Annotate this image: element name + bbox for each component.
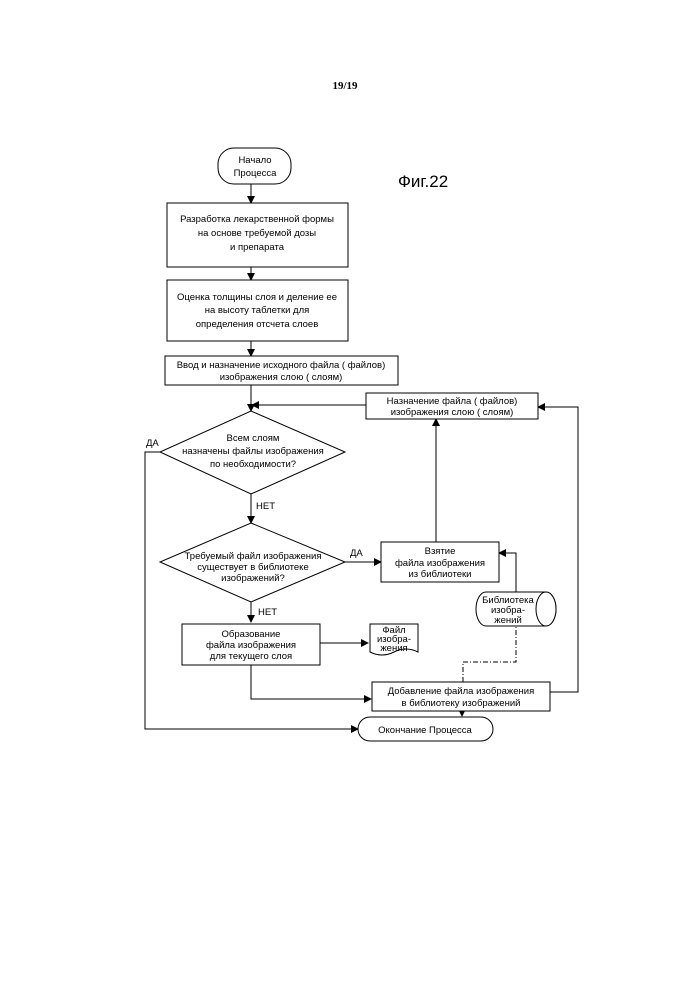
add-library-box: Добавление файла изображения в библиотек… [372, 682, 550, 711]
decision-exists-line-2: существует в библиотеке [197, 562, 308, 573]
start-terminator: Начало Процесса [218, 148, 291, 184]
library-line-3: жений [494, 615, 522, 626]
assign-file-box: Назначение файла ( файлов) изображения с… [366, 393, 538, 419]
create-box: Образование файла изображения для текуще… [182, 624, 320, 665]
formulation-line-2: на основе требуемой дозы [198, 228, 316, 239]
assign-file-line-1: Назначение файла ( файлов) [387, 396, 518, 407]
image-file-document: Файл изобра- жения [370, 624, 418, 655]
fetch-line-1: Взятие [425, 546, 456, 557]
decision-file-exists: Требуемый файл изображения существует в … [160, 523, 345, 602]
create-line-1: Образование [222, 629, 281, 640]
decision-exists-line-1: Требуемый файл изображения [185, 551, 322, 562]
start-line-2: Процесса [234, 168, 278, 179]
edge-label-yes-exists: ДА [350, 548, 363, 559]
input-assign-line-1: Ввод и назначение исходного файла ( файл… [177, 360, 386, 371]
decision-all-layers: Всем слоям назначены файлы изображения п… [160, 411, 345, 494]
edge-label-yes-all: ДА [146, 438, 159, 449]
layer-estimate-line-2: на высоту таблетки для [205, 305, 310, 316]
create-line-2: файла изображения [206, 640, 296, 651]
fetch-line-3: из библиотеки [409, 569, 472, 580]
decision-exists-line-3: изображений? [221, 573, 285, 584]
end-terminator: Окончание Процесса [358, 717, 493, 741]
formulation-box: Разработка лекарственной формы на основе… [167, 203, 348, 267]
fetch-box: Взятие файла изображения из библиотеки [381, 542, 499, 582]
decision-all-line-2: назначены файлы изображения [182, 446, 324, 457]
assign-file-line-2: изображения слою ( слоям) [391, 407, 514, 418]
add-library-line-1: Добавление файла изображения [388, 686, 535, 697]
start-line-1: Начало [238, 155, 271, 166]
edge-label-no-exists: НЕТ [258, 607, 277, 618]
fetch-line-2: файла изображения [395, 558, 485, 569]
layer-estimate-line-3: определения отсчета слоев [196, 319, 319, 330]
layer-estimate-line-1: Оценка толщины слоя и деление ее [177, 292, 337, 303]
decision-all-line-3: по необходимости? [210, 459, 296, 470]
formulation-line-3: и препарата [230, 242, 285, 253]
formulation-line-1: Разработка лекарственной формы [180, 214, 334, 225]
create-line-3: для текущего слоя [210, 651, 292, 662]
end-label: Окончание Процесса [378, 725, 472, 736]
library-storage: Библиотека изобра- жений [476, 592, 556, 626]
edge-label-no-all: НЕТ [256, 501, 275, 512]
decision-all-line-1: Всем слоям [227, 433, 280, 444]
add-library-line-2: в библиотеку изображений [402, 698, 521, 709]
image-file-line-3: жения [380, 643, 407, 654]
layer-estimate-box: Оценка толщины слоя и деление ее на высо… [167, 280, 348, 341]
input-assign-line-2: изображения слою ( слоям) [220, 372, 343, 383]
input-assign-box: Ввод и назначение исходного файла ( файл… [165, 356, 398, 385]
